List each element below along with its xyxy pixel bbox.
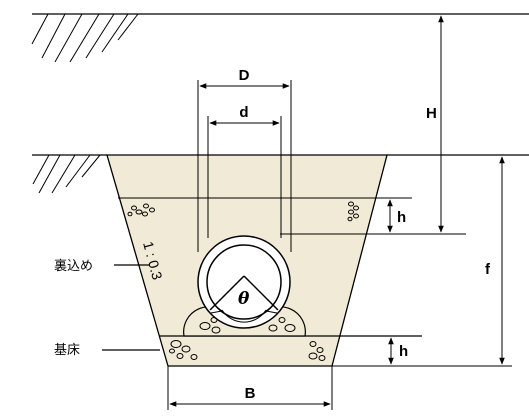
lower-h-label: h <box>399 343 408 360</box>
D-label: D <box>239 67 250 84</box>
f-label: f <box>485 261 491 278</box>
pipe-extension-lines <box>197 80 292 252</box>
backfill-aggregate <box>127 201 359 222</box>
B-label: B <box>245 385 256 402</box>
d-label: d <box>239 104 248 121</box>
bed-aggregate <box>169 340 326 361</box>
upper-h-label: h <box>397 209 406 226</box>
theta-angle-indicator <box>209 275 279 323</box>
H-label: H <box>426 105 437 122</box>
backfill-label: 裏込め <box>54 259 93 274</box>
theta-label: θ <box>238 289 250 309</box>
pipe <box>197 235 291 329</box>
top-ground-surface <box>31 13 529 63</box>
B-extension-lines <box>167 366 333 410</box>
trench-ground-surface <box>32 154 529 194</box>
bed-label: 基床 <box>54 343 80 358</box>
